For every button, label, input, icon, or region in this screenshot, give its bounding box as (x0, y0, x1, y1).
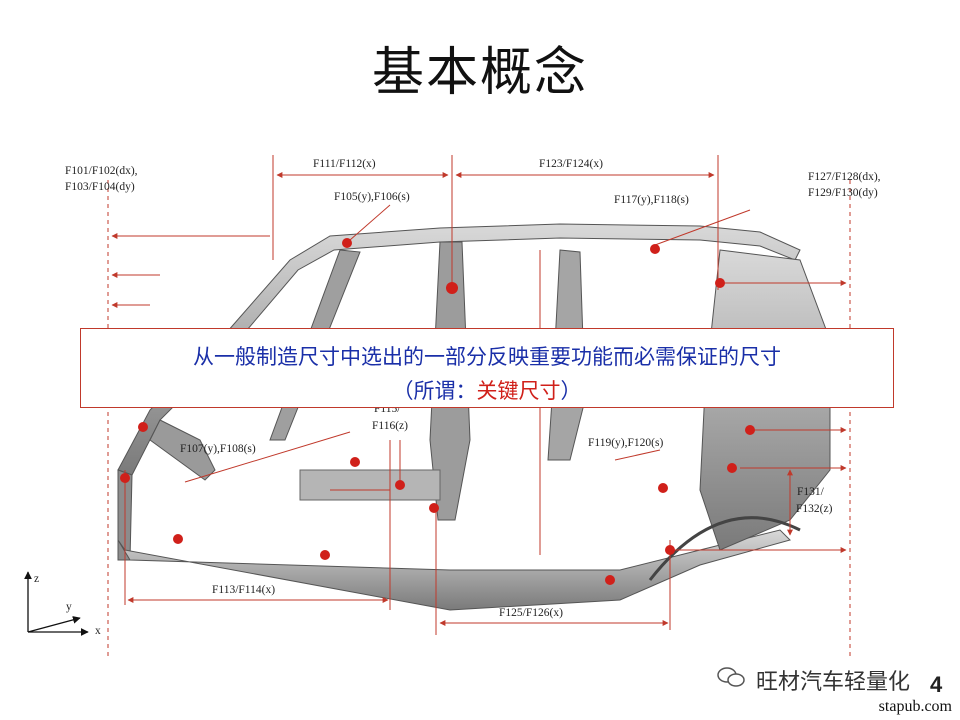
slide-title: 基本概念 (371, 43, 588, 103)
page-number: 4 (930, 672, 943, 697)
measurement-point (320, 550, 330, 560)
axis-x-label: x (95, 625, 101, 637)
measurement-point (665, 545, 675, 555)
measurement-point (745, 425, 755, 435)
measurement-point (173, 534, 183, 544)
measurement-point (605, 575, 615, 585)
label-f101: F101/F102(dx), (65, 165, 138, 177)
measurement-point (658, 483, 668, 493)
label-f129: F129/F130(dy) (808, 187, 878, 199)
site-url: stapub.com (878, 698, 952, 715)
label-f117: F117(y),F118(s) (614, 194, 689, 206)
callout-line2: （所谓：关键尺寸） (81, 375, 893, 405)
measurement-point (350, 457, 360, 467)
measurement-point (727, 463, 737, 473)
label-f131: F131/ (797, 486, 825, 498)
label-f119: F119(y),F120(s) (588, 437, 663, 449)
definition-callout: 从一般制造尺寸中选出的一部分反映重要功能而必需保证的尺寸 （所谓：关键尺寸） (80, 328, 894, 408)
callout-key-term: 关键尺寸 (476, 379, 561, 403)
watermark-label: 旺材汽车轻量化 (756, 670, 911, 695)
label-f113: F113/F114(x) (212, 584, 275, 596)
label-f132: F132(z) (796, 503, 833, 515)
callout-line1: 从一般制造尺寸中选出的一部分反映重要功能而必需保证的尺寸 (193, 345, 781, 369)
label-f105: F105(y),F106(s) (334, 191, 410, 203)
watermark-text: 旺材汽车轻量化 (718, 664, 910, 696)
label-f123: F123/F124(x) (539, 158, 603, 170)
coordinate-axes: z y x (24, 571, 101, 637)
callout-close: ） (560, 379, 582, 403)
dimension-lines (107, 155, 851, 660)
measurement-points (120, 238, 755, 585)
measurement-point (395, 480, 405, 490)
callout-open: （所谓： (392, 379, 477, 403)
label-f107: F107(y),F108(s) (180, 443, 256, 455)
wechat-icon (717, 667, 745, 687)
measurement-point (446, 282, 458, 294)
axis-y-label: y (66, 601, 72, 613)
measurement-point (650, 244, 660, 254)
label-f127: F127/F128(dx), (808, 171, 881, 183)
measurement-point (342, 238, 352, 248)
measurement-point (715, 278, 725, 288)
axis-z-label: z (34, 573, 39, 585)
label-f125: F125/F126(x) (499, 607, 563, 619)
label-f103: F103/F104(dy) (65, 181, 135, 193)
label-f116: F116(z) (372, 420, 408, 432)
dimension-labels: F101/F102(dx), F103/F104(dy) F111/F112(x… (65, 158, 881, 619)
label-f111: F111/F112(x) (313, 158, 376, 170)
measurement-point (120, 473, 130, 483)
measurement-point (138, 422, 148, 432)
measurement-point (429, 503, 439, 513)
